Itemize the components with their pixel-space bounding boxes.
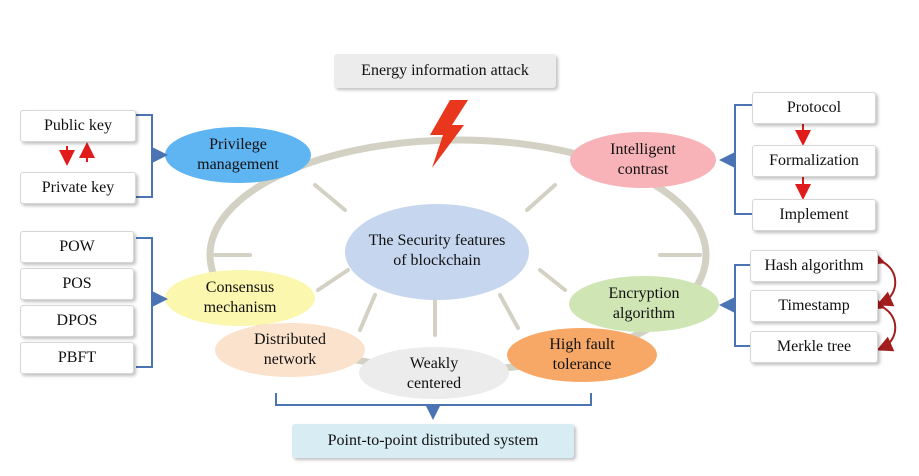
- weakly-centered-ellipse: [359, 347, 509, 399]
- hash-algorithm-label: Hash algorithm: [764, 257, 864, 274]
- timestamp-box: Timestamp: [750, 290, 878, 322]
- consensus-item-label: DPOS: [56, 312, 98, 329]
- consensus-item-box: POS: [20, 268, 134, 300]
- encryption-curly-arrows: [867, 250, 897, 352]
- center-label: The Security features of blockchain: [368, 232, 506, 269]
- formalization-label: Formalization: [769, 152, 859, 169]
- public-key-label: Public key: [44, 117, 112, 134]
- lightning-bolt-icon: [430, 100, 468, 168]
- public-key-box: Public key: [20, 110, 136, 142]
- merkle-tree-label: Merkle tree: [776, 338, 852, 355]
- high-fault-tolerance-ellipse: [507, 328, 657, 382]
- distributed-network-label: Distributed network: [254, 331, 326, 368]
- p2p-system-label: Point-to-point distributed system: [327, 432, 539, 449]
- consensus-item-box: DPOS: [20, 305, 134, 337]
- title-text: Energy information attack: [361, 62, 529, 79]
- privilege-management-label: Privilege management: [197, 136, 279, 173]
- bottom-bracket: [275, 393, 592, 420]
- merkle-tree-box: Merkle tree: [750, 331, 878, 363]
- implement-box: Implement: [752, 199, 876, 231]
- encryption-algorithm-ellipse: [569, 276, 719, 332]
- consensus-item-label: PBFT: [57, 349, 97, 366]
- consensus-item-label: POW: [59, 238, 95, 255]
- consensus-item-box: POW: [20, 231, 134, 263]
- timestamp-label: Timestamp: [778, 297, 850, 314]
- consensus-mechanism-ellipse: [165, 270, 315, 326]
- protocol-label: Protocol: [786, 99, 842, 116]
- consensus-item-label: POS: [62, 275, 92, 292]
- p2p-system-box: Point-to-point distributed system: [292, 424, 574, 458]
- key-exchange-arrows: [59, 142, 95, 166]
- weakly-centered-label: Weakly centered: [406, 355, 462, 392]
- distributed-network-ellipse: [215, 323, 365, 377]
- consensus-mechanism-label: Consensus mechanism: [203, 279, 277, 316]
- formalization-box: Formalization: [752, 145, 876, 177]
- protocol-box: Protocol: [752, 92, 876, 124]
- private-key-box: Private key: [20, 172, 136, 204]
- radial-rays: [213, 183, 702, 337]
- center-ellipse: [345, 204, 529, 300]
- intelligent-contrast-ellipse: [570, 132, 716, 188]
- keys-bracket: [136, 114, 168, 198]
- consensus-item-box: PBFT: [20, 342, 134, 374]
- encryption-algorithm-label: Encryption algorithm: [608, 285, 680, 322]
- intelligent-contrast-label: Intelligent contrast: [610, 141, 676, 178]
- private-key-label: Private key: [41, 179, 115, 196]
- contrast-bracket: [719, 104, 752, 215]
- consensus-bracket: [136, 237, 168, 368]
- encryption-bracket: [719, 264, 750, 347]
- high-fault-tolerance-label: High fault tolerance: [549, 336, 615, 373]
- privilege-management-ellipse: [165, 127, 311, 183]
- hash-algorithm-box: Hash algorithm: [750, 250, 878, 282]
- title-box: Energy information attack: [334, 54, 556, 88]
- implement-label: Implement: [779, 206, 849, 223]
